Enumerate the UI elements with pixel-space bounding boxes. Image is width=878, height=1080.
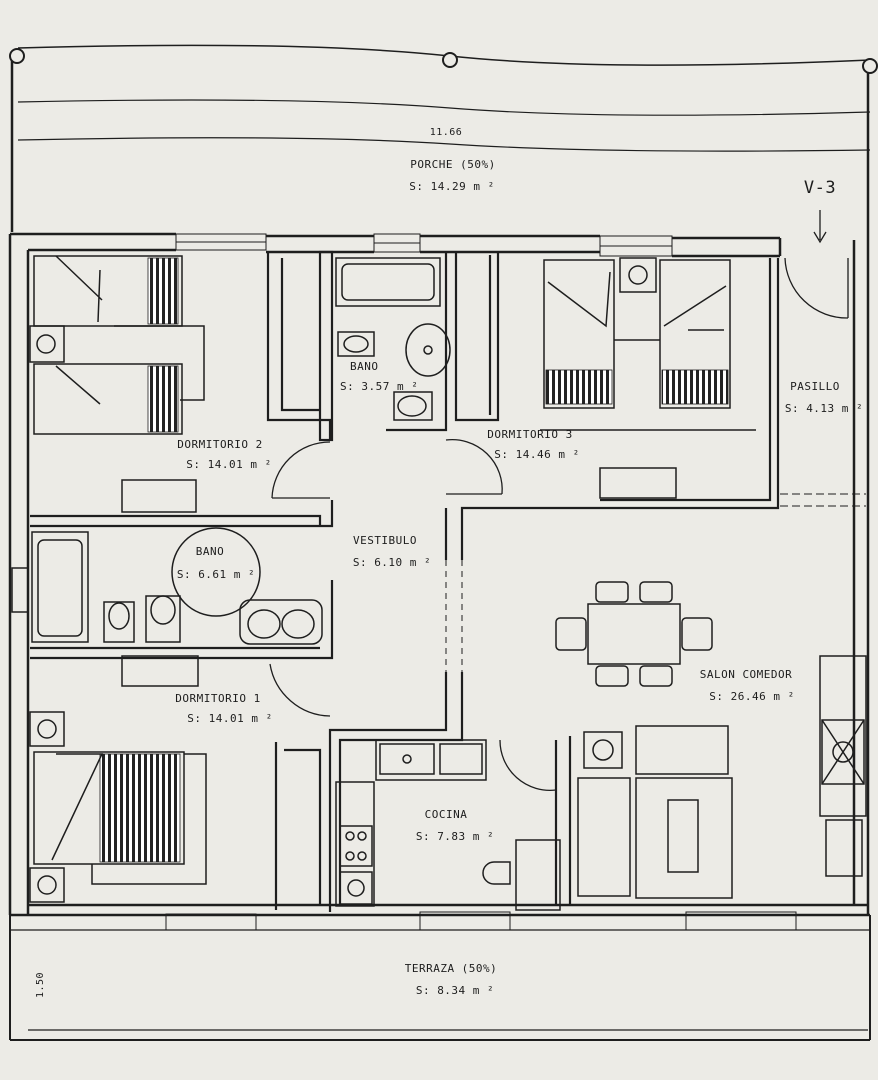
- salon-area: S: 26.46 m ²: [709, 690, 795, 703]
- vestibulo-area: S: 6.10 m ²: [352, 556, 432, 569]
- door-swings: [269, 210, 849, 792]
- section-marker: V-3: [803, 178, 837, 198]
- pasillo-name: PASILLO: [790, 380, 840, 393]
- bano-mid-area: S: 6.61 m ²: [176, 568, 256, 581]
- dormitorio-3-area: S: 14.46 m ²: [494, 448, 580, 461]
- beds-dormitorio-2: [29, 255, 205, 513]
- salon-name: SALON COMEDOR: [699, 668, 793, 681]
- pasillo-area: S: 4.13 m ²: [784, 402, 864, 415]
- porche-name: PORCHE (50%): [410, 158, 496, 171]
- porche-area: S: 14.29 m ²: [409, 180, 495, 193]
- dormitorio-3-name: DORMITORIO 3: [487, 428, 573, 441]
- terraza-outline: [9, 911, 871, 1041]
- interior-walls: [30, 250, 866, 912]
- bano-top-fixtures: [335, 257, 451, 421]
- beds-dormitorio-3: [540, 257, 756, 499]
- bano-mid-name: BANO: [195, 545, 225, 558]
- cocina-fixtures: [335, 739, 561, 911]
- vestibulo-name: VESTIBULO: [352, 534, 418, 547]
- top-windows: [175, 233, 673, 257]
- bano-top-area: S: 3.57 m ²: [340, 380, 419, 393]
- dormitorio-2-area: S: 14.01 m ²: [186, 458, 272, 471]
- dimension-top: 11.66: [429, 127, 463, 138]
- cocina-area: S: 7.83 m ²: [415, 830, 495, 843]
- bano-top-name: BANO: [350, 360, 379, 373]
- dormitorio-2-name: DORMITORIO 2: [177, 438, 263, 451]
- terraza-name: TERRAZA (50%): [404, 962, 498, 975]
- terraza-area: S: 8.34 m ²: [415, 984, 495, 997]
- porch-railing: [9, 44, 878, 240]
- bed-dormitorio-1: [29, 655, 207, 903]
- salon-fixtures: [555, 581, 867, 899]
- cocina-name: COCINA: [424, 808, 468, 821]
- bano-mid-fixtures: [11, 527, 323, 645]
- dormitorio-1-name: DORMITORIO 1: [175, 692, 261, 705]
- dimension-left: 1.50: [35, 971, 46, 998]
- dormitorio-1-area: S: 14.01 m ²: [187, 712, 273, 725]
